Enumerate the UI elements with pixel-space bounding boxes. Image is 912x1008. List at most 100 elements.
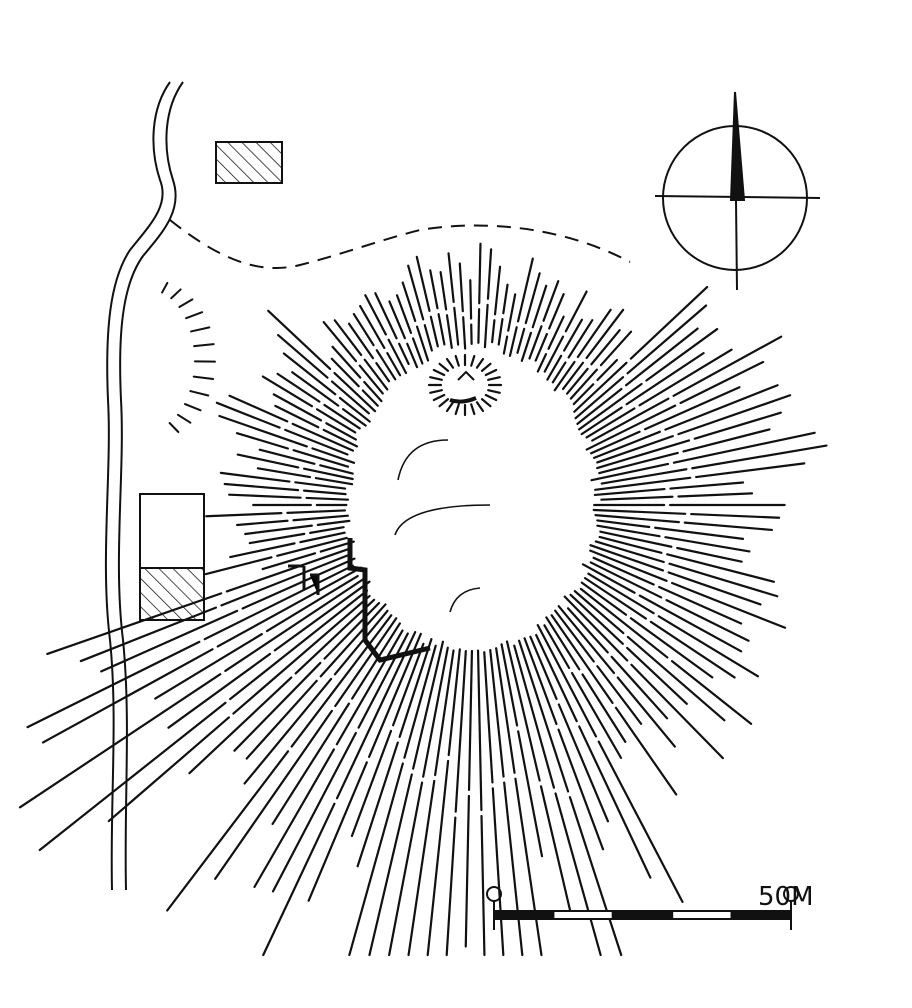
hachure-line <box>236 519 289 527</box>
hachure-line <box>672 431 816 464</box>
hachure-line <box>415 255 431 313</box>
hachure-line <box>669 481 745 490</box>
hachure-line <box>672 335 783 397</box>
hachure-line <box>566 607 609 654</box>
knoll-hachure <box>445 357 455 369</box>
hachure-line <box>26 640 201 729</box>
hachure-line <box>244 524 313 536</box>
hachure-line <box>567 319 594 359</box>
hachure-line <box>467 649 474 792</box>
hachure-line <box>228 394 289 423</box>
knoll-hachure <box>470 403 476 416</box>
hachure-line <box>657 615 760 678</box>
hachure-line <box>225 547 352 593</box>
hachure-line <box>469 279 473 320</box>
hachure-line <box>600 468 688 485</box>
hachure-line <box>480 814 486 957</box>
hachure-line <box>564 290 588 333</box>
hachure-line <box>578 725 652 879</box>
hachure-line <box>315 408 357 434</box>
hachure-line <box>583 577 647 620</box>
knoll-hachure <box>475 357 485 369</box>
hachure-line <box>693 411 782 440</box>
hachure-line <box>596 358 619 382</box>
hachure-line <box>334 617 398 708</box>
hachure-line <box>551 361 567 384</box>
hachure-line <box>323 601 381 660</box>
mound-hachure <box>176 413 192 424</box>
hachure-line <box>670 581 787 629</box>
hachure-line <box>596 665 643 725</box>
hachure-line <box>253 748 335 888</box>
mound-hachure <box>190 326 211 333</box>
hachure-line <box>100 609 239 673</box>
knoll-hachure <box>454 403 460 416</box>
building-hatched-lower <box>139 567 205 621</box>
hachure-line <box>445 314 453 349</box>
hachure-line <box>262 802 336 957</box>
hachure-line <box>589 544 665 572</box>
hachure-line <box>629 617 714 679</box>
hachure-line <box>447 252 455 304</box>
hachure-line <box>626 635 726 722</box>
mound-hachure <box>193 343 215 348</box>
hachure-line <box>272 393 323 422</box>
hachure-line <box>593 487 666 497</box>
hachure-line <box>528 325 543 360</box>
hachure-line <box>224 576 367 673</box>
hachure-line <box>594 514 680 524</box>
hachure-line <box>333 319 363 357</box>
hachure-line <box>478 242 482 305</box>
hachure-line <box>348 762 404 957</box>
hachure-line <box>592 508 687 515</box>
hachure-line <box>422 646 449 778</box>
hachure-line <box>46 592 223 656</box>
hachure-line <box>429 315 439 348</box>
hachure-line <box>314 476 354 486</box>
hachure-line <box>245 679 318 760</box>
hachure-line <box>271 731 357 893</box>
hachure-line <box>568 796 623 957</box>
hachure-line <box>415 325 430 362</box>
hachure-line <box>691 444 828 470</box>
hachure-line <box>388 300 406 340</box>
mound-hachure <box>185 311 204 320</box>
hachure-line <box>596 439 691 470</box>
hachure-line <box>284 428 349 456</box>
hachure-line <box>596 435 674 464</box>
hachure-line <box>486 248 493 300</box>
hachure-line <box>167 652 272 729</box>
terrace-marks <box>394 439 491 613</box>
hachure-line <box>664 536 751 553</box>
scale-bar <box>493 901 792 930</box>
hachure-line <box>403 644 437 759</box>
hachure-line <box>236 453 300 469</box>
hachure-line <box>292 514 349 522</box>
hachure-line <box>638 594 743 653</box>
hachure-line <box>439 271 448 311</box>
hachure-line <box>426 759 450 957</box>
hachure-line <box>347 322 375 360</box>
hachure-line <box>368 773 413 957</box>
hachure-line <box>294 598 376 675</box>
hachure-line <box>333 609 389 676</box>
hachure-line <box>454 649 467 813</box>
hachure-line <box>412 640 445 770</box>
hachure-line <box>395 294 413 334</box>
hachure-line <box>205 512 283 518</box>
scale-segment <box>493 910 555 920</box>
hachure-line <box>585 404 677 451</box>
knoll-hachure <box>445 401 455 413</box>
hachure-line <box>323 403 361 430</box>
hachure-line <box>589 561 663 599</box>
hachure-line <box>489 649 505 778</box>
hachure-line <box>658 585 743 625</box>
hachure-line <box>319 464 354 475</box>
hachure-line <box>690 512 781 519</box>
hachure-line <box>361 389 379 407</box>
hachure-line <box>429 269 439 310</box>
hachure-line <box>566 367 589 395</box>
hachure-line <box>508 326 518 358</box>
hachure-line <box>203 564 354 641</box>
